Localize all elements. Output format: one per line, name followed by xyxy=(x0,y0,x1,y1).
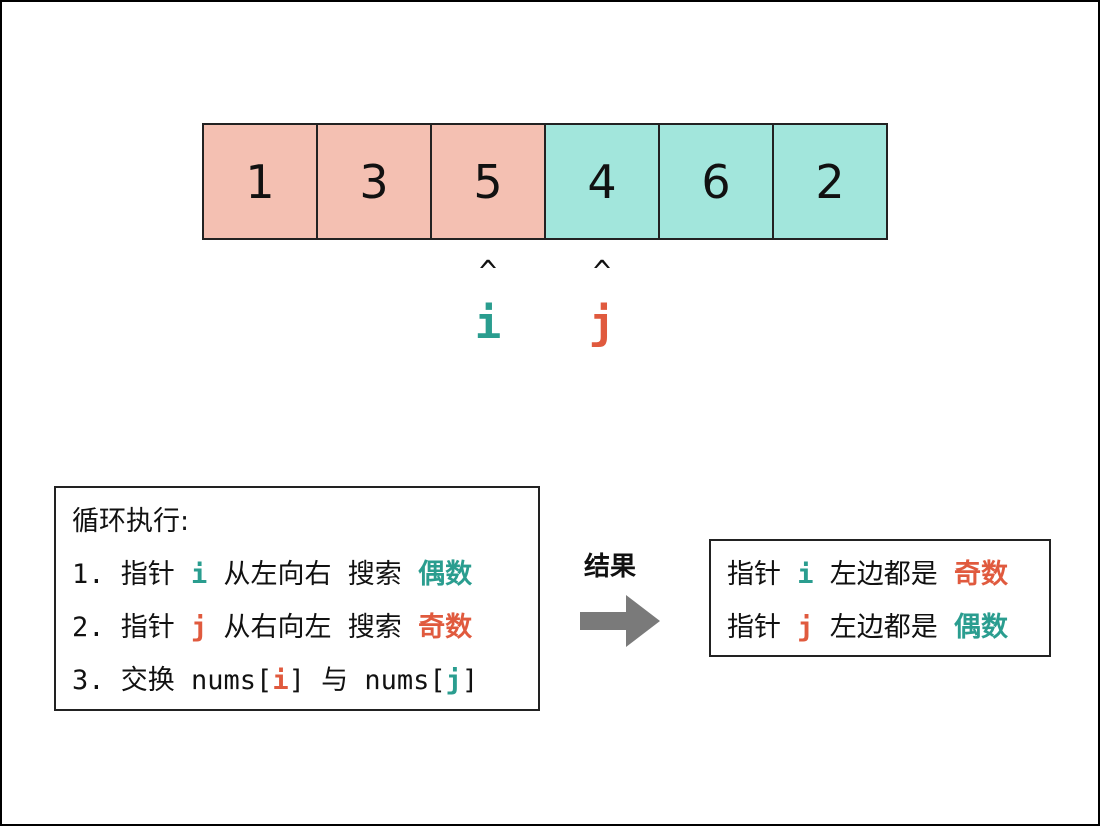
caret-up-icon: ^ xyxy=(478,255,498,290)
number-array: 1 3 5 4 6 2 xyxy=(202,123,888,240)
array-cell: 2 xyxy=(772,123,888,240)
ptr-i-text: i xyxy=(272,665,289,696)
result-box: 指针 i 左边都是 奇数 指针 j 左边都是 偶数 xyxy=(709,539,1051,657)
target-even-text: 偶数 xyxy=(418,559,473,590)
ptr-i-text: i xyxy=(191,559,208,590)
rules-box: 循环执行: 1. 指针 i 从左向右 搜索 偶数 2. 指针 j 从右向左 搜索… xyxy=(54,486,540,711)
target-even-text: 偶数 xyxy=(954,612,1009,643)
ptr-j-text: j xyxy=(797,612,814,643)
pointer-i: ^ i xyxy=(458,258,518,346)
result-arrow: 结果 xyxy=(578,546,662,653)
array-cell: 1 xyxy=(202,123,318,240)
result-line-2: 指针 j 左边都是 偶数 xyxy=(727,612,1009,643)
target-odd-text: 奇数 xyxy=(954,559,1009,590)
pointer-j-label: j xyxy=(588,298,616,349)
rule-line-2: 2. 指针 j 从右向左 搜索 奇数 xyxy=(72,612,473,643)
array-cell: 6 xyxy=(658,123,774,240)
ptr-j-text: j xyxy=(191,612,208,643)
rule-line-3: 3. 交换 nums[i] 与 nums[j] xyxy=(72,665,479,696)
array-cell: 4 xyxy=(544,123,660,240)
array-cell: 5 xyxy=(430,123,546,240)
result-line-1: 指针 i 左边都是 奇数 xyxy=(727,559,1009,590)
pointer-i-label: i xyxy=(474,298,502,349)
pointer-j: ^ j xyxy=(572,258,632,346)
rule-line-1: 1. 指针 i 从左向右 搜索 偶数 xyxy=(72,559,473,590)
array-cell: 3 xyxy=(316,123,432,240)
ptr-j-text: j xyxy=(445,665,462,696)
rules-title: 循环执行: xyxy=(72,506,190,537)
arrow-label: 结果 xyxy=(583,552,636,582)
caret-up-icon: ^ xyxy=(592,255,612,290)
right-arrow-icon xyxy=(580,595,660,647)
ptr-i-text: i xyxy=(797,559,814,590)
target-odd-text: 奇数 xyxy=(418,612,473,643)
